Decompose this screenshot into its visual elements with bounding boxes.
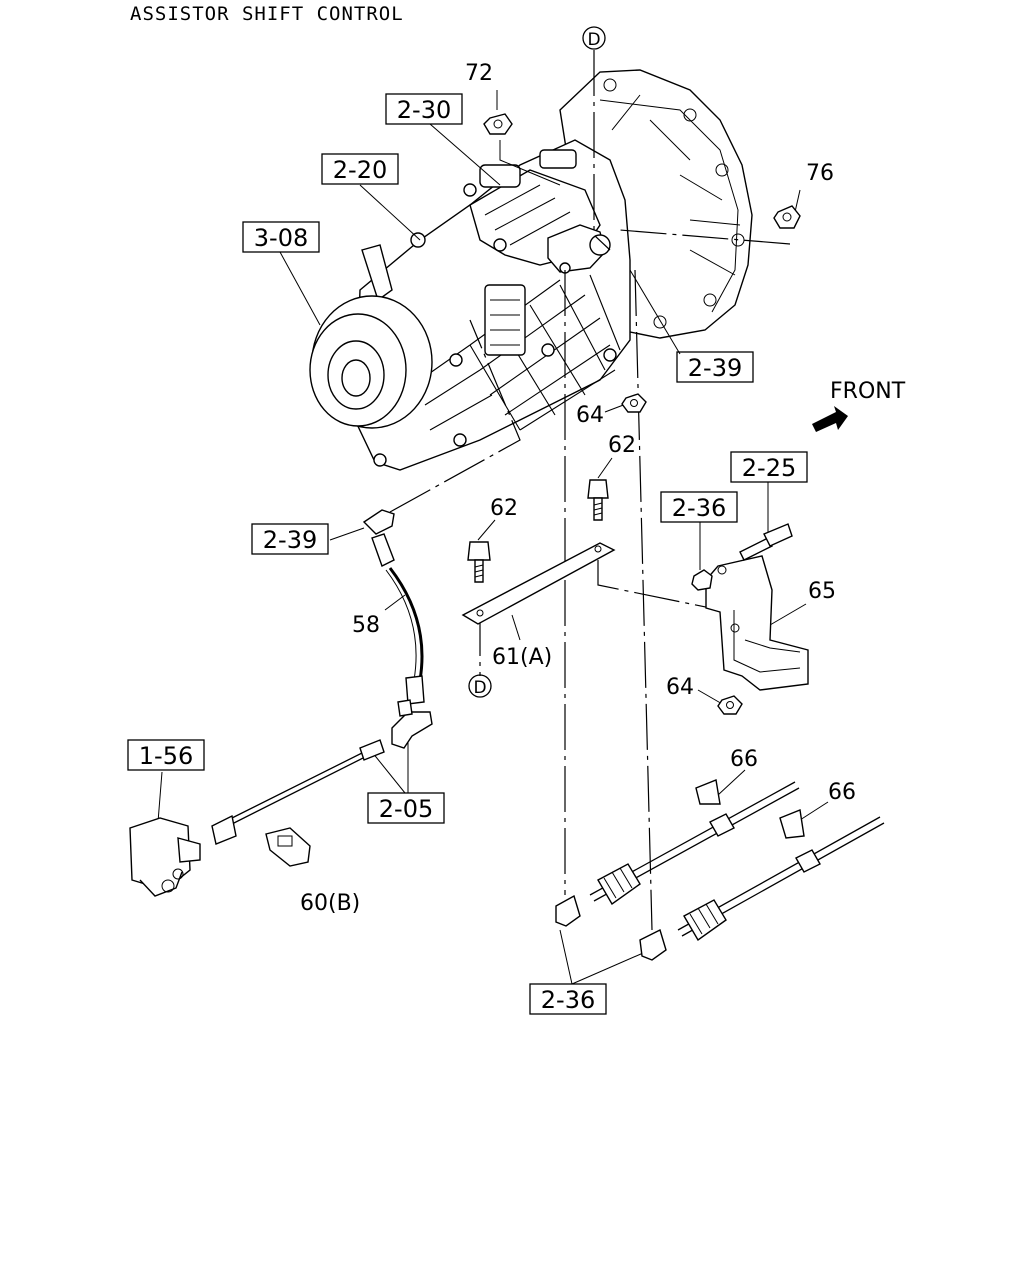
part-label-60b: 60(B) bbox=[300, 891, 360, 916]
svg-text:2-25: 2-25 bbox=[742, 454, 796, 482]
part-label-64-upper: 64 bbox=[576, 403, 604, 428]
part-label-62-left: 62 bbox=[490, 496, 518, 521]
page-title: ASSISTOR SHIFT CONTROL bbox=[130, 3, 404, 25]
circle-marker-d-top: D bbox=[582, 26, 606, 50]
svg-text:2-39: 2-39 bbox=[688, 354, 742, 382]
air-pipe bbox=[211, 739, 385, 845]
part-label-62-right: 62 bbox=[608, 433, 636, 458]
stud-2-25 bbox=[739, 523, 793, 561]
part-label-76: 76 bbox=[806, 161, 834, 186]
svg-text:3-08: 3-08 bbox=[254, 224, 308, 252]
svg-text:1-56: 1-56 bbox=[139, 742, 193, 770]
svg-text:2-20: 2-20 bbox=[333, 156, 387, 184]
shift-cable-1 bbox=[555, 779, 800, 927]
nut-72 bbox=[483, 113, 513, 135]
front-label: FRONT bbox=[830, 379, 906, 404]
ref-box-1-56[interactable]: 1-56 bbox=[127, 739, 205, 771]
ref-box-2-36-upper[interactable]: 2-36 bbox=[660, 491, 738, 523]
ref-box-2-05[interactable]: 2-05 bbox=[367, 792, 445, 824]
svg-text:2-30: 2-30 bbox=[397, 96, 451, 124]
svg-text:D: D bbox=[587, 30, 600, 50]
ref-box-2-39-upper[interactable]: 2-39 bbox=[676, 351, 754, 383]
nut-2-36 bbox=[691, 569, 713, 591]
ref-box-2-30[interactable]: 2-30 bbox=[385, 93, 463, 125]
ref-box-2-25[interactable]: 2-25 bbox=[730, 451, 808, 483]
shift-cable-2 bbox=[639, 809, 885, 961]
svg-text:2-05: 2-05 bbox=[379, 795, 433, 823]
nut-64-upper bbox=[621, 393, 647, 413]
nut-64-lower bbox=[717, 695, 743, 715]
circle-marker-d-bottom: D bbox=[468, 674, 492, 698]
part-label-61a: 61(A) bbox=[492, 645, 552, 670]
svg-text:2-36: 2-36 bbox=[672, 494, 726, 522]
front-arrow-icon bbox=[812, 406, 848, 432]
svg-text:D: D bbox=[473, 678, 486, 698]
ref-box-2-36-lower[interactable]: 2-36 bbox=[529, 983, 607, 1015]
part-label-58: 58 bbox=[352, 613, 380, 638]
clip-60b bbox=[265, 827, 311, 867]
svg-text:2-36: 2-36 bbox=[541, 986, 595, 1014]
valve-1-56 bbox=[129, 817, 201, 897]
part-label-72: 72 bbox=[465, 61, 493, 86]
plate-61a bbox=[461, 542, 616, 625]
transmission-assembly bbox=[309, 69, 753, 471]
bolt-62-left bbox=[467, 541, 491, 583]
nut-76 bbox=[773, 205, 801, 229]
bracket-65 bbox=[705, 555, 809, 691]
part-label-66-b: 66 bbox=[828, 780, 856, 805]
ref-box-2-39-lower[interactable]: 2-39 bbox=[251, 523, 329, 555]
ref-box-3-08[interactable]: 3-08 bbox=[242, 221, 320, 253]
bolt-62-right bbox=[587, 479, 609, 521]
hose-58 bbox=[362, 509, 425, 705]
part-label-66-a: 66 bbox=[730, 747, 758, 772]
ref-box-2-20[interactable]: 2-20 bbox=[321, 153, 399, 185]
tee-fitting-2-05 bbox=[391, 699, 433, 749]
svg-text:2-39: 2-39 bbox=[263, 526, 317, 554]
part-label-65: 65 bbox=[808, 579, 836, 604]
part-label-64-lower: 64 bbox=[666, 675, 694, 700]
